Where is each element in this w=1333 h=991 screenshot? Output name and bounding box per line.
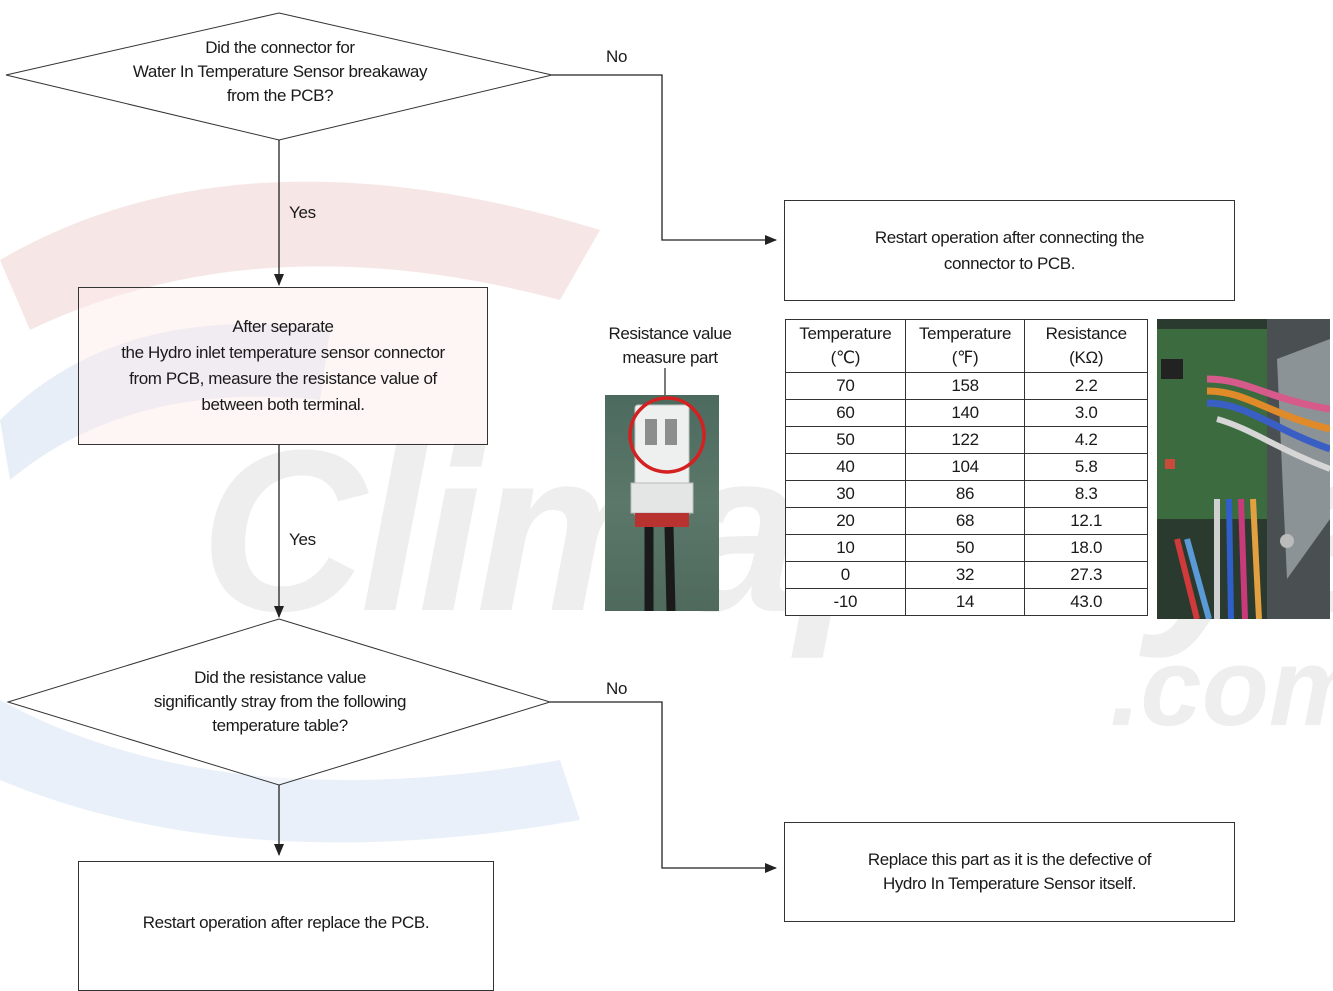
table-cell: 27.3 [1024,561,1148,589]
restart-connect-box: Restart operation after connecting the c… [784,200,1235,301]
sensor-connector-photo [605,395,719,611]
watermark-blue-arc-lower [0,700,580,843]
table-cell: 8.3 [1024,480,1148,508]
table-cell: 0 [785,561,906,589]
header-line: Temperature [918,324,1012,343]
decision1-no-label: No [606,47,628,66]
table-header-row: Temperature (℃) Temperature (℉) Resistan… [785,319,1148,373]
decision2-line: temperature table? [212,716,348,735]
table-cell: 10 [785,534,906,562]
table-cell: 14 [904,588,1026,616]
table-cell: 30 [785,480,906,508]
header-line: (KΩ) [1069,348,1104,367]
table-cell: 43.0 [1024,588,1148,616]
table-cell: 5.8 [1024,453,1148,481]
decision1-no-connector [552,74,777,245]
table-cell: 122 [904,426,1026,454]
header-line: Resistance [1045,324,1127,343]
table-cell: 60 [785,399,906,427]
decision1-line: from the PCB? [226,86,334,105]
replace-pcb-box: Restart operation after replace the PCB. [78,861,494,991]
resistance-table: Temperature (℃) Temperature (℉) Resistan… [785,319,1148,616]
sensor-caption-line: measure part [622,348,718,367]
pcb-photo [1157,319,1330,619]
table-cell: -10 [785,588,906,616]
sensor-connector-illustration [628,396,706,611]
decision2-line: significantly stray from the following [153,692,407,711]
header-line: (℃) [830,348,861,367]
table-cell: 104 [904,453,1026,481]
table-cell: 50 [904,534,1026,562]
table-cell: 50 [785,426,906,454]
restart-connect-line: connector to PCB. [943,253,1076,273]
decision1-line: Water In Temperature Sensor breakaway [132,62,428,81]
header-line: (℉) [951,348,979,367]
table-cell: 68 [904,507,1026,535]
table-cell: 32 [904,561,1026,589]
replace-part-line: Hydro In Temperature Sensor itself. [882,874,1137,893]
table-cell: 140 [904,399,1026,427]
table-cell: 40 [785,453,906,481]
sensor-caption: Resistance value measure part [585,322,755,370]
decision2-no-connector [550,701,777,873]
table-header-cell: Temperature (℉) [904,319,1026,373]
decision1-line: Did the connector for [205,38,355,57]
table-cell: 158 [904,372,1026,400]
watermark-blue-arc [0,324,330,480]
table-cell: 18.0 [1024,534,1148,562]
table-header-cell: Temperature (℃) [785,319,906,373]
table-cell: 70 [785,372,906,400]
table-cell: 12.1 [1024,507,1148,535]
decision2-no-label: No [606,679,628,698]
table-cell: 20 [785,507,906,535]
table-cell: 3.0 [1024,399,1148,427]
highlight-circle-icon [628,396,706,474]
restart-connect-line: Restart operation after connecting the [874,227,1145,247]
table-cell: 86 [904,480,1026,508]
replace-part-box: Replace this part as it is the defective… [784,822,1235,922]
measure-instruction-box: After separate the Hydro inlet temperatu… [78,287,488,445]
table-cell: 4.2 [1024,426,1148,454]
measure-line: After separate [232,317,334,336]
decision1-text: Did the connector for Water In Temperatu… [80,36,480,108]
measure-line: between both terminal. [201,395,365,414]
header-line: Temperature [799,324,892,343]
watermark-suffix-text: .com [1110,626,1333,749]
decision1-yes-label: Yes [289,203,316,222]
table-header-cell: Resistance (KΩ) [1024,319,1148,373]
replace-pcb-text: Restart operation after replace the PCB. [142,913,430,932]
measure-line: the Hydro inlet temperature sensor conne… [121,343,445,362]
decision2-line: Did the resistance value [194,668,366,687]
table-cell: 2.2 [1024,372,1148,400]
pcb-illustration [1157,319,1330,619]
watermark-red-arc [0,181,600,330]
replace-part-line: Replace this part as it is the defective… [867,850,1152,869]
sensor-caption-line: Resistance value [608,324,732,343]
decision2-text: Did the resistance value significantly s… [80,666,480,738]
measure-yes-label: Yes [289,530,316,549]
measure-line: from PCB, measure the resistance value o… [129,369,437,388]
